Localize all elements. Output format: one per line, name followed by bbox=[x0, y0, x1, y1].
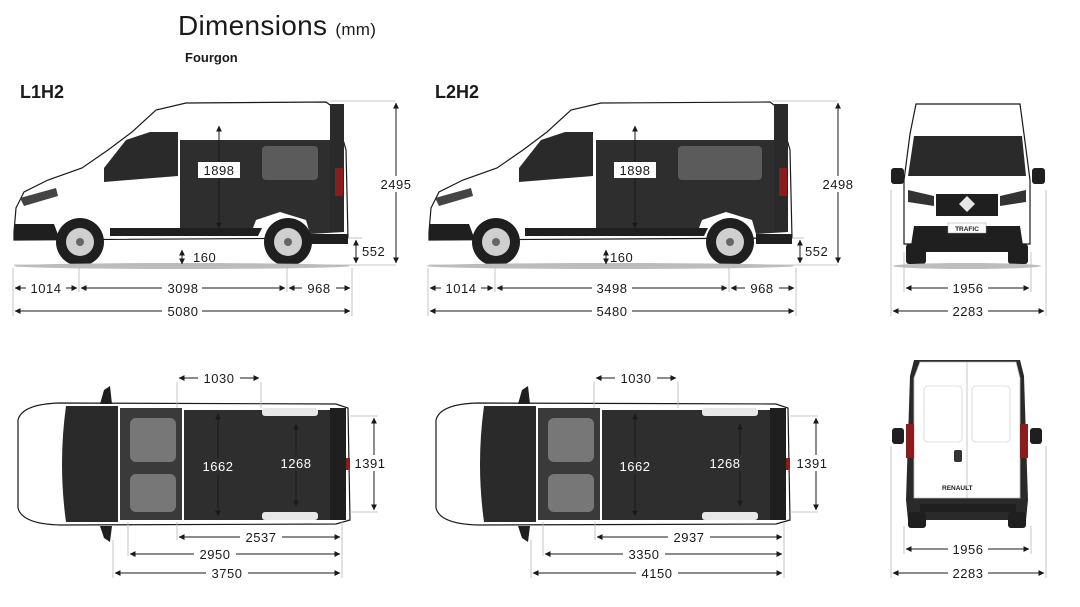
l1h2-load-width: 1662 bbox=[203, 459, 234, 474]
l2h2-rear-overhang: 968 bbox=[750, 281, 773, 296]
l2h2-width-between-arches: 1268 bbox=[710, 456, 741, 471]
l2h2-load-width: 1662 bbox=[620, 459, 651, 474]
l2h2-load-height: 1898 bbox=[620, 163, 651, 178]
l1h2-width-between-arches: 1268 bbox=[281, 456, 312, 471]
l2h2-floor-clearance: 160 bbox=[610, 250, 633, 265]
page-title: Dimensions (mm) bbox=[178, 10, 376, 42]
l1h2-rear-overhang: 968 bbox=[307, 281, 330, 296]
l1h2-door-width: 1030 bbox=[204, 371, 235, 386]
l2h2-wheelbase: 3498 bbox=[597, 281, 628, 296]
rear-view: RENAULT 1956 2283 bbox=[890, 360, 1047, 581]
top-view-l1h2: 1030 1662 1268 1391 2537 2950 3750 bbox=[17, 371, 395, 581]
l1h2-wheelbase: 3098 bbox=[168, 281, 199, 296]
l2h2-overall-length: 5480 bbox=[597, 304, 628, 319]
l1h2-load-length-floor: 2950 bbox=[200, 547, 231, 562]
l1h2-load-length-top: 3750 bbox=[212, 566, 243, 581]
l1h2-front-overhang: 1014 bbox=[31, 281, 62, 296]
l2h2-floor-length: 2937 bbox=[674, 530, 705, 545]
variant-label-l1h2: L1H2 bbox=[20, 82, 65, 102]
title-unit: (mm) bbox=[335, 20, 377, 39]
l2h2-overall-height: 2498 bbox=[823, 177, 854, 192]
l1h2-load-height: 1898 bbox=[204, 163, 235, 178]
l1h2-floor-clearance: 160 bbox=[193, 250, 216, 265]
top-view-l2h2: 1030 1662 1268 1391 2937 3350 4150 bbox=[435, 371, 837, 581]
variant-label-l2h2: L2H2 bbox=[435, 82, 480, 102]
front-badge: TRAFIC bbox=[955, 226, 979, 233]
front-width-body: 1956 bbox=[953, 281, 984, 296]
front-width-mirrors: 2283 bbox=[953, 304, 984, 319]
l1h2-floor-length: 2537 bbox=[246, 530, 277, 545]
l2h2-load-length-floor: 3350 bbox=[629, 547, 660, 562]
l1h2-overall-height: 2495 bbox=[381, 177, 412, 192]
rear-badge: RENAULT bbox=[942, 485, 973, 492]
side-view-l1h2: 1898 2495 160 552 1014 3098 968 5080 bbox=[12, 100, 416, 319]
rear-width-mirrors: 2283 bbox=[953, 566, 984, 581]
l2h2-door-width: 1030 bbox=[621, 371, 652, 386]
l2h2-load-length-top: 4150 bbox=[642, 566, 673, 581]
l1h2-rear-width: 1391 bbox=[355, 456, 386, 471]
l2h2-rear-width: 1391 bbox=[797, 456, 828, 471]
rear-width-body: 1956 bbox=[953, 542, 984, 557]
page-subtitle: Fourgon bbox=[185, 50, 238, 65]
l1h2-overall-length: 5080 bbox=[168, 304, 199, 319]
front-view: TRAFIC 1956 2283 bbox=[890, 103, 1047, 319]
l2h2-sill-height: 552 bbox=[805, 244, 828, 259]
title-text: Dimensions bbox=[178, 10, 328, 41]
side-view-l2h2: 1898 2498 160 552 1014 3498 968 5480 bbox=[426, 100, 858, 319]
l2h2-front-overhang: 1014 bbox=[446, 281, 477, 296]
l1h2-sill-height: 552 bbox=[362, 244, 385, 259]
